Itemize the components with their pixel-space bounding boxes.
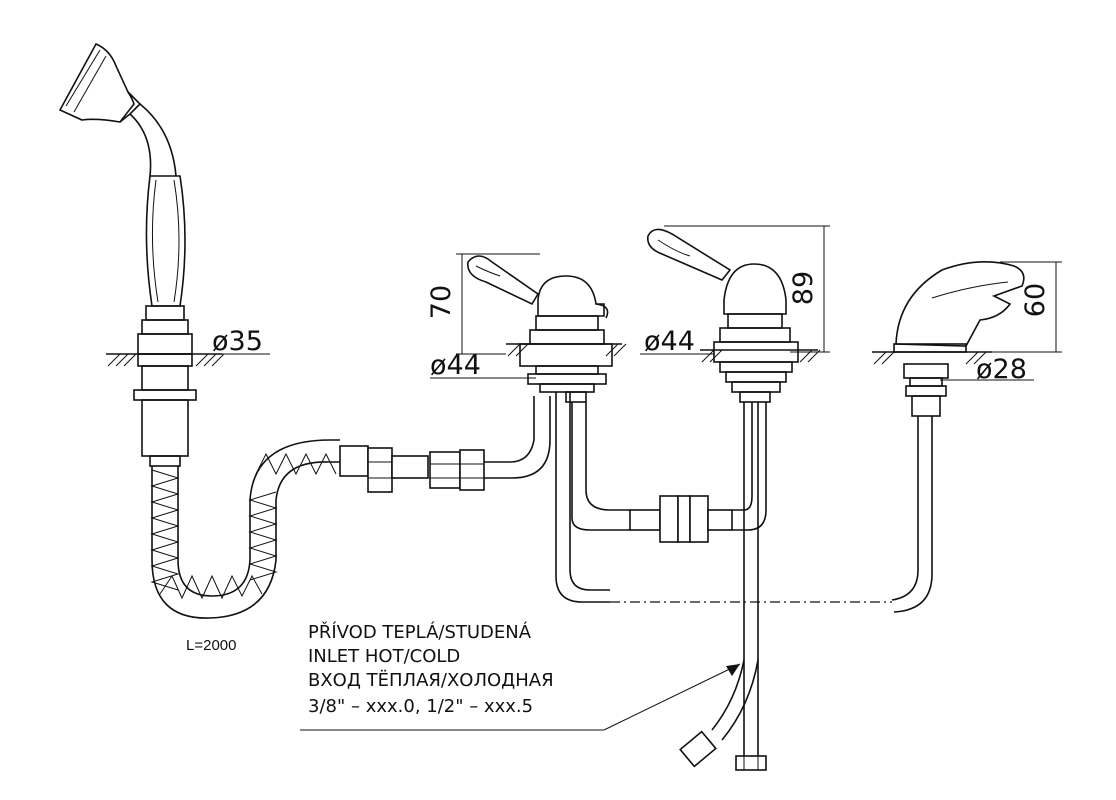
shower-diameter-label: ø35 xyxy=(212,326,263,357)
shower-hose xyxy=(150,439,340,619)
dimension-lines xyxy=(196,225,1062,731)
middle-mixer-diameter-label: ø44 xyxy=(644,326,695,357)
left-mixer-diameter-label: ø44 xyxy=(430,350,481,381)
spout-diameter-label: ø28 xyxy=(976,354,1027,385)
hose-length-label: L=2000 xyxy=(186,637,236,654)
inlet-note-line-2: INLET HOT/COLD xyxy=(308,646,460,667)
hose-connectors xyxy=(339,396,551,493)
inlet-note-line-4: 3/8" – xxx.0, 1/2" – xxx.5 xyxy=(308,696,533,717)
left-mixer-valve xyxy=(467,255,630,603)
spout xyxy=(872,261,1025,613)
middle-mixer-height-label: 89 xyxy=(788,271,819,305)
left-mixer-height-label: 70 xyxy=(426,285,457,319)
inlet-note-line-1: PŘÍVOD TEPLÁ/STUDENÁ xyxy=(308,621,532,643)
inlet-note-line-3: ВХОД ТЁПЛАЯ/ХОЛОДНАЯ xyxy=(308,670,554,691)
hand-shower xyxy=(58,42,225,467)
spout-height-label: 60 xyxy=(1020,283,1051,317)
crossover-fittings xyxy=(629,402,767,543)
